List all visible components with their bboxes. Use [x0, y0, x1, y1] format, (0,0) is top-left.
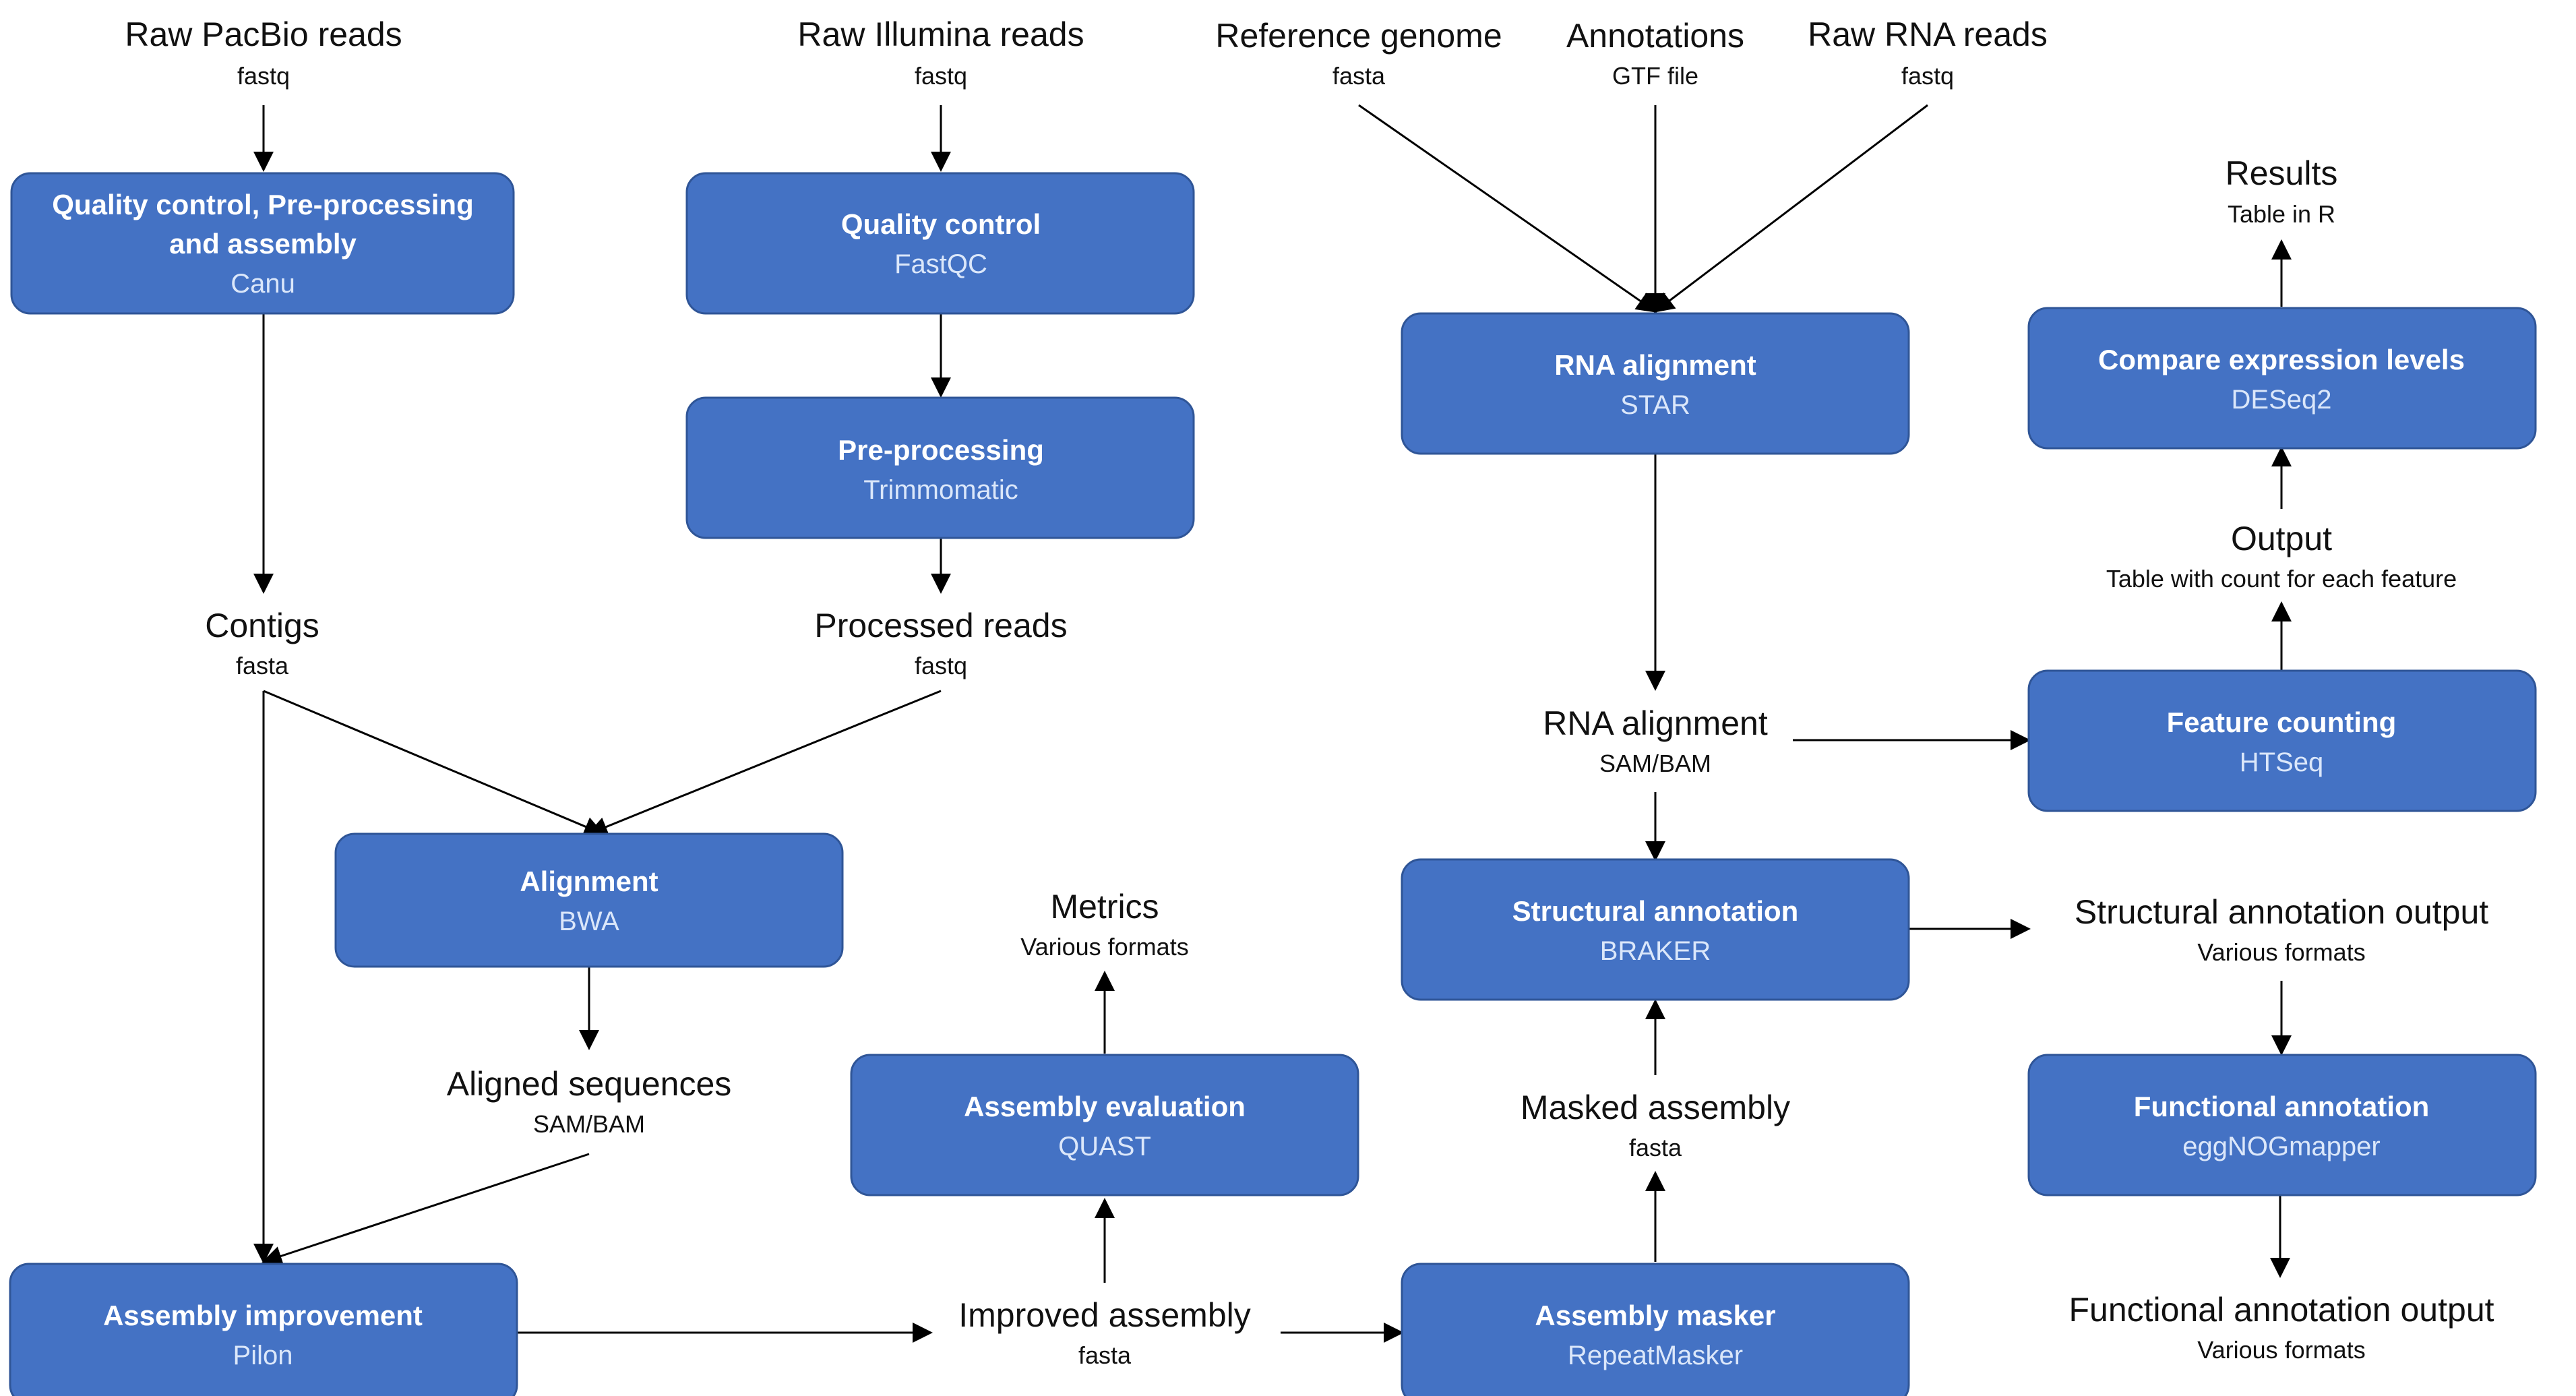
- box-repeatmasker: Assembly masker RepeatMasker: [1401, 1263, 1910, 1396]
- box-canu-title-line-2: and assembly: [169, 228, 357, 260]
- node-raw-illumina-reads: Raw Illumina reads fastq: [797, 16, 1084, 90]
- node-annotations: Annotations GTF file: [1566, 17, 1744, 90]
- box-htseq-tool: HTSeq: [2240, 748, 2324, 777]
- box-braker: Structural annotation BRAKER: [1401, 858, 1910, 1001]
- box-trimmomatic-tool: Trimmomatic: [863, 475, 1018, 505]
- node-raw-pacbio-reads-format: fastq: [237, 62, 290, 90]
- node-contigs-title: Contigs: [205, 607, 319, 644]
- box-quast-title: Assembly evaluation: [964, 1091, 1246, 1122]
- node-results: Results Table in R: [2226, 154, 2338, 228]
- box-repeatmasker-tool: RepeatMasker: [1568, 1341, 1743, 1370]
- box-braker-title: Structural annotation: [1512, 895, 1799, 927]
- edge-ref-to-star: [1358, 104, 1657, 313]
- node-annotations-format: GTF file: [1612, 62, 1698, 90]
- box-eggnogmapper-title: Functional annotation: [2134, 1091, 2430, 1122]
- node-rna-alignment-format: SAM/BAM: [1599, 750, 1711, 777]
- node-output-title: Output: [2231, 520, 2332, 557]
- node-metrics: Metrics Various formats: [1020, 888, 1188, 961]
- node-annotations-title: Annotations: [1566, 17, 1744, 55]
- box-htseq-title: Feature counting: [2167, 706, 2397, 738]
- node-masked-assembly-format: fasta: [1629, 1134, 1682, 1161]
- box-repeatmasker-title: Assembly masker: [1535, 1300, 1775, 1331]
- edge-rnareads-to-star: [1653, 104, 1928, 313]
- box-braker-tool: BRAKER: [1600, 936, 1711, 966]
- node-contigs-format: fasta: [236, 652, 289, 679]
- node-functional-annotation-output: Functional annotation output Various for…: [2068, 1291, 2494, 1364]
- process-boxes: Quality control, Pre-processing and asse…: [9, 172, 2537, 1396]
- node-rna-alignment-title: RNA alignment: [1543, 704, 1768, 742]
- node-results-title: Results: [2226, 154, 2338, 192]
- box-pilon-tool: Pilon: [233, 1341, 293, 1370]
- node-output: Output Table with count for each feature: [2106, 520, 2457, 593]
- node-processed-reads-format: fastq: [915, 652, 967, 679]
- node-results-format: Table in R: [2228, 200, 2335, 228]
- node-structural-annotation-output: Structural annotation output Various for…: [2075, 893, 2488, 966]
- node-masked-assembly-title: Masked assembly: [1521, 1089, 1790, 1126]
- box-fastqc: Quality control FastQC: [685, 172, 1195, 315]
- box-canu-tool: Canu: [231, 269, 295, 299]
- node-raw-pacbio-reads: Raw PacBio reads fastq: [125, 16, 402, 90]
- node-structural-annotation-output-title: Structural annotation output: [2075, 893, 2488, 931]
- edges: [253, 104, 2292, 1343]
- node-rna-alignment: RNA alignment SAM/BAM: [1543, 704, 1768, 777]
- box-fastqc-tool: FastQC: [894, 249, 987, 279]
- node-functional-annotation-output-format: Various formats: [2197, 1336, 2365, 1364]
- node-raw-rna-reads-format: fastq: [1901, 62, 1954, 90]
- node-contigs: Contigs fasta: [205, 607, 319, 679]
- box-star-title: RNA alignment: [1554, 349, 1756, 381]
- node-metrics-title: Metrics: [1050, 888, 1159, 925]
- box-trimmomatic-title: Pre-processing: [838, 434, 1044, 466]
- box-bwa-tool: BWA: [559, 907, 619, 936]
- box-htseq: Feature counting HTSeq: [2027, 669, 2537, 812]
- node-aligned-sequences: Aligned sequences SAM/BAM: [447, 1065, 732, 1138]
- box-pilon-title: Assembly improvement: [103, 1300, 423, 1331]
- box-deseq2-tool: DESeq2: [2232, 385, 2332, 415]
- node-raw-rna-reads: Raw RNA reads fastq: [1808, 16, 2048, 90]
- box-canu-title-line-1: Quality control, Pre-processing: [52, 189, 473, 220]
- node-metrics-format: Various formats: [1020, 933, 1188, 961]
- node-masked-assembly: Masked assembly fasta: [1521, 1089, 1790, 1161]
- box-deseq2-title: Compare expression levels: [2098, 344, 2465, 375]
- box-bwa: Alignment BWA: [334, 832, 844, 968]
- box-pilon: Assembly improvement Pilon: [9, 1263, 518, 1396]
- node-reference-genome: Reference genome fasta: [1215, 17, 1502, 90]
- box-quast-tool: QUAST: [1058, 1132, 1151, 1161]
- node-reference-genome-format: fasta: [1332, 62, 1386, 90]
- node-improved-assembly: Improved assembly fasta: [958, 1296, 1251, 1369]
- node-raw-pacbio-reads-title: Raw PacBio reads: [125, 16, 402, 53]
- node-processed-reads-title: Processed reads: [814, 607, 1067, 644]
- node-functional-annotation-output-title: Functional annotation output: [2068, 1291, 2494, 1329]
- node-aligned-sequences-format: SAM/BAM: [533, 1110, 645, 1138]
- node-reference-genome-title: Reference genome: [1215, 17, 1502, 55]
- edge-contigs-to-bwa: [263, 690, 605, 837]
- box-trimmomatic: Pre-processing Trimmomatic: [685, 396, 1195, 539]
- node-raw-illumina-reads-title: Raw Illumina reads: [797, 16, 1084, 53]
- edge-processed-to-bwa: [587, 690, 942, 837]
- box-quast: Assembly evaluation QUAST: [850, 1054, 1359, 1196]
- edge-aligned-to-pilon: [262, 1153, 590, 1266]
- node-aligned-sequences-title: Aligned sequences: [447, 1065, 732, 1103]
- box-eggnogmapper: Functional annotation eggNOGmapper: [2027, 1054, 2537, 1196]
- box-bwa-title: Alignment: [520, 866, 658, 897]
- node-output-format: Table with count for each feature: [2106, 565, 2457, 593]
- box-star-tool: STAR: [1620, 390, 1690, 420]
- box-deseq2: Compare expression levels DESeq2: [2027, 307, 2537, 450]
- box-eggnogmapper-tool: eggNOGmapper: [2182, 1132, 2380, 1161]
- node-raw-illumina-reads-format: fastq: [915, 62, 967, 90]
- box-canu: Quality control, Pre-processing and asse…: [10, 172, 515, 315]
- box-fastqc-title: Quality control: [841, 208, 1041, 240]
- data-nodes: Raw PacBio reads fastq Raw Illumina read…: [125, 16, 2494, 1369]
- node-improved-assembly-title: Improved assembly: [958, 1296, 1251, 1334]
- node-raw-rna-reads-title: Raw RNA reads: [1808, 16, 2048, 53]
- node-processed-reads: Processed reads fastq: [814, 607, 1067, 679]
- node-improved-assembly-format: fasta: [1078, 1341, 1132, 1369]
- box-star: RNA alignment STAR: [1401, 312, 1910, 455]
- node-structural-annotation-output-format: Various formats: [2197, 938, 2365, 966]
